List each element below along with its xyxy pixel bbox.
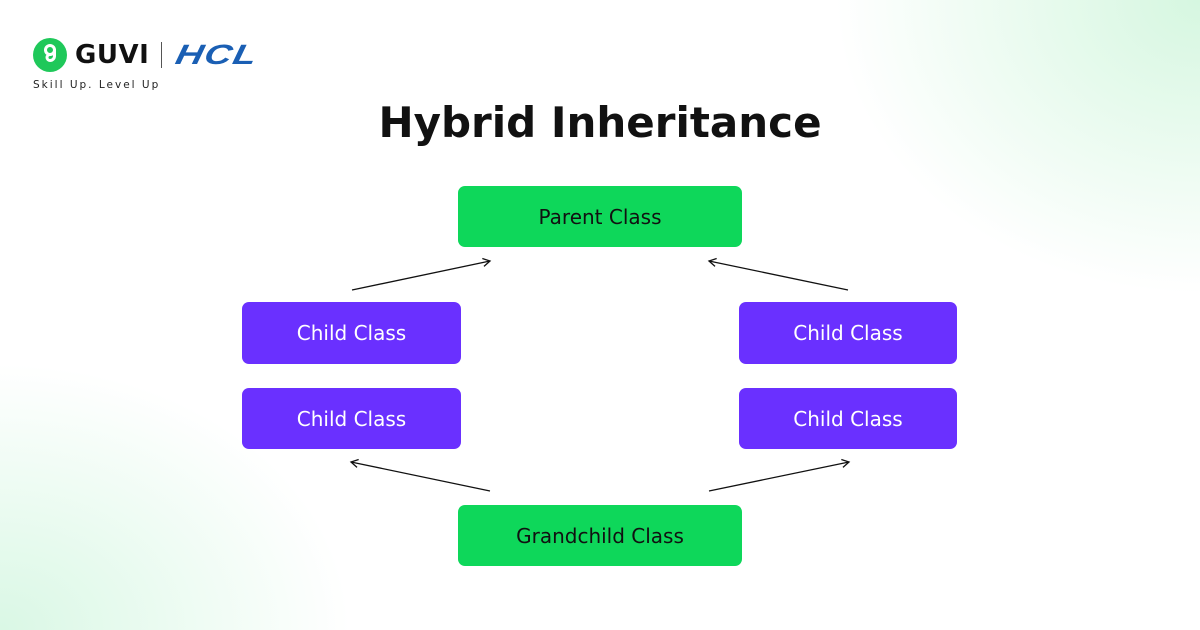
node-child-class-right-2: Child Class	[739, 388, 957, 449]
node-grandchild-class: Grandchild Class	[458, 505, 742, 566]
brand-tagline: Skill Up. Level Up	[33, 79, 161, 91]
arrow-grandchild-to-child-right	[708, 458, 851, 492]
arrow-grandchild-to-child-left	[349, 458, 491, 492]
logo-divider	[161, 42, 163, 68]
guvi-wordmark: GUVI	[75, 40, 150, 70]
node-child-class-right-1: Child Class	[739, 302, 957, 364]
arrow-child-right-to-parent	[707, 257, 849, 291]
diagram-title: Hybrid Inheritance	[378, 98, 822, 147]
node-parent-class: Parent Class	[458, 186, 742, 247]
guvi-logo-icon	[33, 38, 67, 72]
node-child-class-left-1: Child Class	[242, 302, 461, 364]
node-child-class-left-2: Child Class	[242, 388, 461, 449]
arrow-child-left-to-parent	[351, 257, 492, 291]
brand-logo: GUVI HCL Skill Up. Level Up	[33, 38, 261, 98]
